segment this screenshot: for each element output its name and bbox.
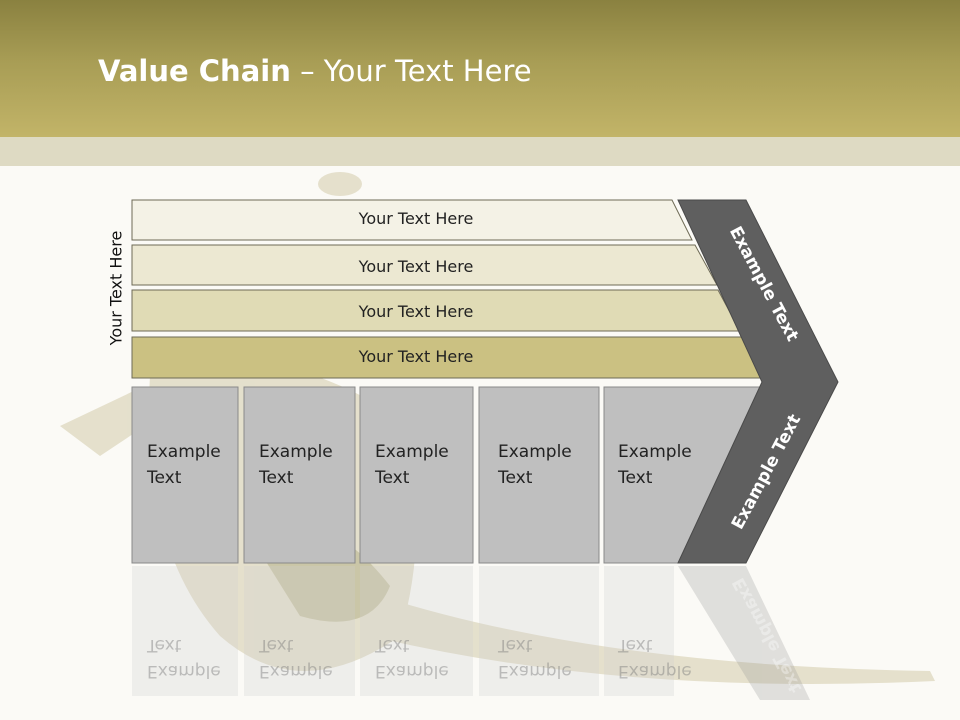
reflection-label-2: Example Text [259,632,349,684]
reflection-5-line2: Text [618,635,653,655]
reflection-3-line2: Text [375,635,410,655]
primary-box-4 [478,386,600,564]
reflection-label-1: Example Text [147,632,237,684]
support-bar-4-label: Your Text Here [358,347,474,366]
reflection-2-line2: Text [259,635,294,655]
reflection-label-4: Example Text [498,632,588,684]
title-rest: – Your Text Here [290,54,532,88]
reflection-chevron [678,566,810,700]
slide-title: Value Chain – Your Text Here [98,54,532,88]
reflection-label-5: Example Text [618,632,708,684]
support-bar-2-label: Your Text Here [358,257,474,276]
reflection-box-5 [604,566,674,696]
reflection-box-1 [132,566,238,696]
reflection-4-line2: Text [498,635,533,655]
reflection-1-line1: Example [147,661,221,681]
box-1-line2: Text [147,468,182,488]
reflection-2-line1: Example [259,661,333,681]
box-1-line1: Example [147,442,221,462]
title-bold: Value Chain [98,54,291,88]
box-4-line2: Text [498,468,533,488]
box-4-line1: Example [498,442,572,462]
box-5-line1: Example [618,442,692,462]
primary-box-1 [131,386,239,564]
reflection-box-2 [244,566,355,696]
box-3-line2: Text [375,468,410,488]
reflection-5-line1: Example [618,661,692,681]
header-band [0,0,960,137]
margin-chevron [677,199,839,564]
box-2-line2: Text [259,468,294,488]
header-stripe [0,137,960,166]
support-bar-1-label: Your Text Here [358,209,474,228]
reflection-label-3: Example Text [375,632,465,684]
box-5-line2: Text [618,468,653,488]
primary-box-2 [243,386,356,564]
box-2-line1: Example [259,442,333,462]
reflection-box-4 [479,566,599,696]
box-3-line1: Example [375,442,449,462]
support-bar-1 [131,199,693,241]
reflection-box-3 [360,566,473,696]
reflection-3-line1: Example [375,661,449,681]
reflection-1-line2: Text [147,635,182,655]
support-bar-3-label: Your Text Here [358,302,474,321]
side-label: Your Text Here [106,230,126,346]
primary-box-3 [359,386,474,564]
reflection-4-line1: Example [498,661,572,681]
